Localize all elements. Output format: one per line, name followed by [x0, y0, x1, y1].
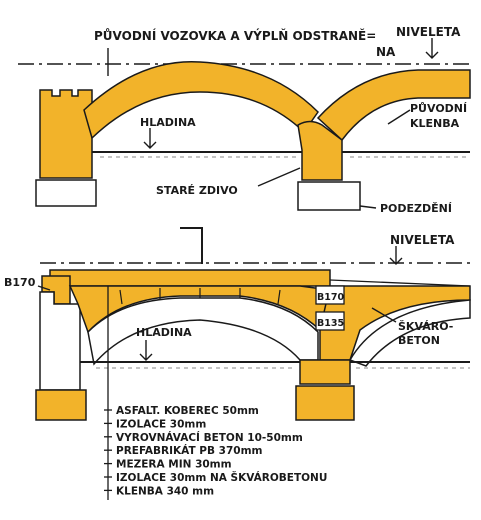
existing-road-right — [329, 279, 471, 287]
label-b170-right: B170 — [317, 292, 344, 303]
leader-b170-left — [37, 285, 51, 291]
label-original-road: PŮVODNÍ VOZOVKA A VÝPLŇ ODSTRANĚ= — [94, 28, 376, 43]
layer-item: PREFABRIKÁT PB 370mm — [116, 444, 263, 457]
label-original-road-cont: NA — [376, 45, 396, 59]
left-abutment — [39, 89, 93, 179]
leader-niveleta-bottom — [389, 246, 403, 265]
foundation-pier-bottom — [295, 385, 355, 421]
layer-item: ASFALT. KOBEREC 50mm — [116, 405, 259, 417]
original-arch-right — [316, 69, 471, 142]
label-old-masonry: STARÉ ZDIVO — [156, 184, 238, 197]
label-water-bottom: HLADINA — [136, 326, 192, 339]
label-cinder-2: BETON — [398, 334, 440, 347]
layer-item: MEZERA MIN 30mm — [116, 459, 232, 471]
leader-old-masonry — [257, 167, 301, 187]
new-arch-right — [348, 299, 471, 367]
original-state-drawing — [18, 38, 471, 211]
new-abutment-left — [39, 291, 81, 391]
leader-niveleta-top — [425, 38, 439, 59]
leader-water-bottom — [139, 340, 153, 361]
foundation-left-top — [35, 179, 97, 207]
leader-underpinning — [359, 205, 377, 209]
label-b135: B135 — [317, 318, 344, 329]
label-original-arch-1: PŮVODNÍ — [410, 102, 467, 115]
layer-item: IZOLACE 30mm — [116, 418, 206, 430]
labels-group: PŮVODNÍ VOZOVKA A VÝPLŇ ODSTRANĚ= NA NIV… — [4, 25, 467, 347]
b135-box — [315, 311, 345, 331]
label-water-top: HLADINA — [140, 116, 196, 129]
label-cinder-1: ŠKVÁRO- — [398, 320, 453, 333]
leader-original-arch — [387, 109, 411, 125]
precast-segments — [119, 288, 281, 305]
label-underpinning: PODEZDĚNÍ — [380, 202, 452, 215]
new-deck-plate — [49, 269, 331, 287]
foundation-pier-top — [297, 181, 361, 211]
layer-item: KLENBA 340 mm — [116, 485, 214, 497]
layer-item: VYROVNÁVACÍ BETON 10-50mm — [116, 431, 303, 444]
new-state-drawing — [35, 246, 471, 500]
label-b170-left: B170 — [4, 276, 36, 289]
section-cut-mark — [180, 227, 203, 264]
label-niveleta-top: NIVELETA — [396, 25, 461, 39]
b170-box-right — [315, 285, 345, 305]
original-pier — [297, 120, 343, 181]
leader-water-top — [143, 128, 157, 149]
leader-cinder — [371, 307, 397, 323]
new-pier — [299, 359, 351, 385]
label-niveleta-bottom: NIVELETA — [390, 233, 455, 247]
layer-item: IZOLACE 30mm NA ŠKVÁROBETONU — [116, 471, 327, 484]
original-arch-left — [83, 60, 319, 140]
foundation-left-bottom — [35, 389, 87, 421]
label-original-arch-2: KLENBA — [410, 117, 460, 130]
